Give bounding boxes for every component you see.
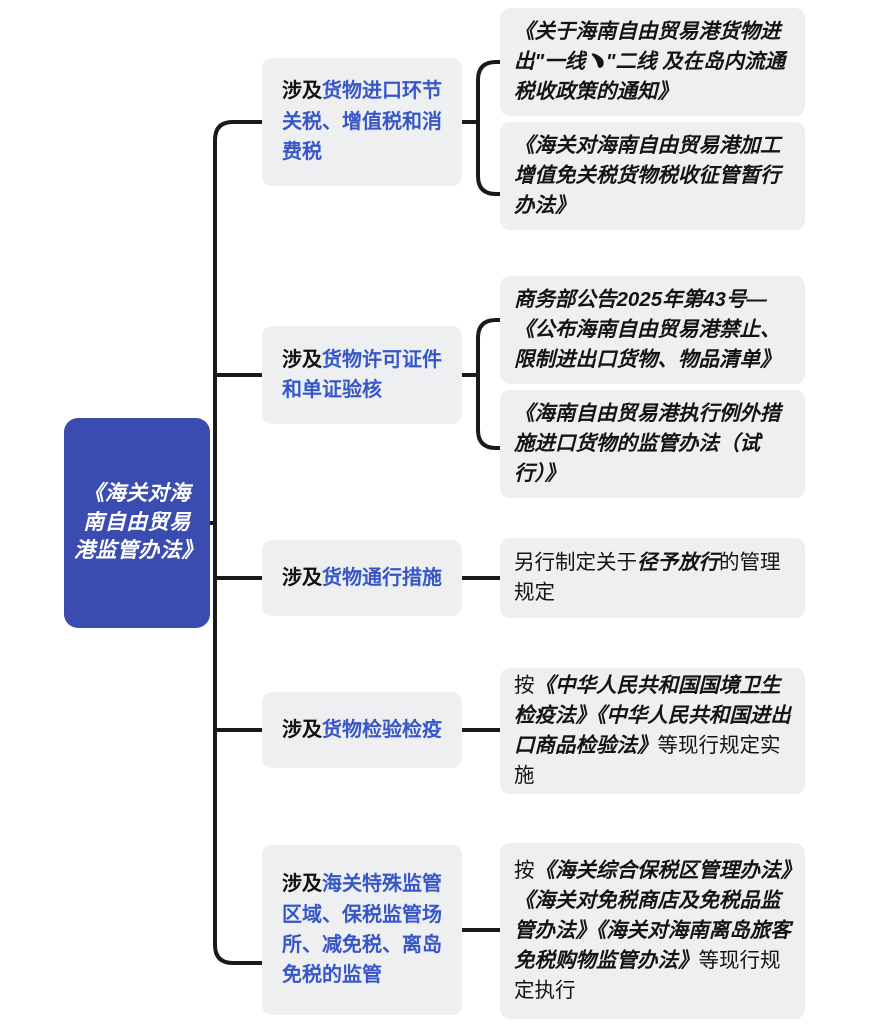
category-lead-4: 涉及 (282, 718, 322, 741)
text-run-2: 等现行规定执行 (514, 948, 781, 1002)
fork-up-2 (476, 318, 500, 375)
leaf-box-comprehensive-bonded-zone[interactable]: 按《海关综合保税区管理办法》《海关对免税商店及免税品监管办法》《海关对海南离岛旅… (500, 843, 805, 1019)
text-run-2: 的管理规定 (514, 551, 781, 604)
text-run-1: 《海关综合保税区管理办法》《海关对免税商店及免税品监管办法》《海关对海南离岛旅客… (514, 859, 791, 972)
category-lead-3: 涉及 (282, 566, 322, 589)
category-box-goods-passage[interactable]: 涉及货物通行措施 (262, 540, 462, 616)
category-box-special-customs-areas[interactable]: 涉及海关特殊监管区域、保税监管场所、减免税、离岛免税的监管 (262, 845, 462, 1015)
text-run-2: 等现行规定实施 (514, 734, 781, 787)
leaf-text-notice-one-line-two-line: 《关于海南自由贸易港货物进出"一线﹅"二线 及在岛内流通税收政策的通知》 (514, 20, 786, 103)
leaf-text-direct-release-rules: 另行制定关于径予放行的管理规定 (514, 548, 791, 608)
category-label-goods-license: 涉及货物许可证件和单证验核 (282, 345, 446, 406)
text-run-0: 按 (514, 859, 535, 883)
category-box-goods-inspection[interactable]: 涉及货物检验检疫 (262, 692, 462, 768)
category-label-goods-inspection: 涉及货物检验检疫 (282, 715, 442, 745)
elbow-branch-5 (213, 944, 262, 965)
leaf-box-mofcom-announcement-43[interactable]: 商务部公告2025年第43号—《公布海南自由贸易港禁止、限制进出口货物、物品清单… (500, 276, 805, 384)
category-label-goods-import-tax: 涉及货物进口环节关税、增值税和消费税 (282, 76, 446, 167)
leaf-box-notice-one-line-two-line[interactable]: 《关于海南自由贸易港货物进出"一线﹅"二线 及在岛内流通税收政策的通知》 (500, 8, 805, 116)
fork-down-1 (476, 122, 500, 196)
category-accent-5: 海关特殊监管区域、保税监管场所、减免税、离岛免税的监管 (282, 873, 442, 987)
root-node-label: 《海关对海南自由贸易港监管办法》 (74, 481, 203, 563)
category-lead-1: 涉及 (282, 80, 322, 103)
text-run-1: 《中华人民共和国国境卫生检疫法》《中华人民共和国进出口商品检验法》 (514, 674, 791, 757)
leaf-box-exception-measures-trial[interactable]: 《海南自由贸易港执行例外措施进口货物的监管办法（试行）》 (500, 390, 805, 498)
category-box-goods-import-tax[interactable]: 涉及货物进口环节关税、增值税和消费税 (262, 58, 462, 186)
text-run-0: 按 (514, 674, 535, 698)
text-run-0: 另行制定关于 (514, 551, 637, 575)
leaf-text-mofcom-announcement-43: 商务部公告2025年第43号—《公布海南自由贸易港禁止、限制进出口货物、物品清单… (514, 288, 781, 371)
category-label-special-customs-areas: 涉及海关特殊监管区域、保税监管场所、减免税、离岛免税的监管 (282, 869, 446, 991)
leaf-box-processing-value-added[interactable]: 《海关对海南自由贸易港加工增值免关税货物税收征管暂行办法》 (500, 122, 805, 230)
fork-up-1 (476, 60, 500, 122)
leaf-text-exception-measures-trial: 《海南自由贸易港执行例外措施进口货物的监管办法（试行）》 (514, 402, 781, 485)
leaf-box-direct-release-rules[interactable]: 另行制定关于径予放行的管理规定 (500, 538, 805, 618)
leaf-text-processing-value-added: 《海关对海南自由贸易港加工增值免关税货物税收征管暂行办法》 (514, 134, 781, 217)
elbow-branch-1 (213, 120, 262, 141)
category-accent-2: 货物许可证件和单证验核 (282, 348, 442, 401)
leaf-text-comprehensive-bonded-zone: 按《海关综合保税区管理办法》《海关对免税商店及免税品监管办法》《海关对海南离岛旅… (514, 856, 791, 1006)
category-lead-2: 涉及 (282, 348, 322, 371)
category-accent-1: 货物进口环节关税、增值税和消费税 (282, 80, 442, 164)
leaf-box-frontier-health-quarantine[interactable]: 按《中华人民共和国国境卫生检疫法》《中华人民共和国进出口商品检验法》等现行规定实… (500, 668, 805, 794)
category-lead-5: 涉及 (282, 873, 322, 896)
category-accent-3: 货物通行措施 (322, 566, 442, 589)
leaf-text-frontier-health-quarantine: 按《中华人民共和国国境卫生检疫法》《中华人民共和国进出口商品检验法》等现行规定实… (514, 671, 791, 791)
category-box-goods-license[interactable]: 涉及货物许可证件和单证验核 (262, 326, 462, 424)
root-node[interactable]: 《海关对海南自由贸易港监管办法》 (64, 418, 210, 628)
fork-down-2 (476, 375, 500, 450)
text-run-1: 径予放行 (637, 551, 719, 575)
category-accent-4: 货物检验检疫 (322, 718, 442, 741)
category-label-goods-passage: 涉及货物通行措施 (282, 563, 442, 593)
